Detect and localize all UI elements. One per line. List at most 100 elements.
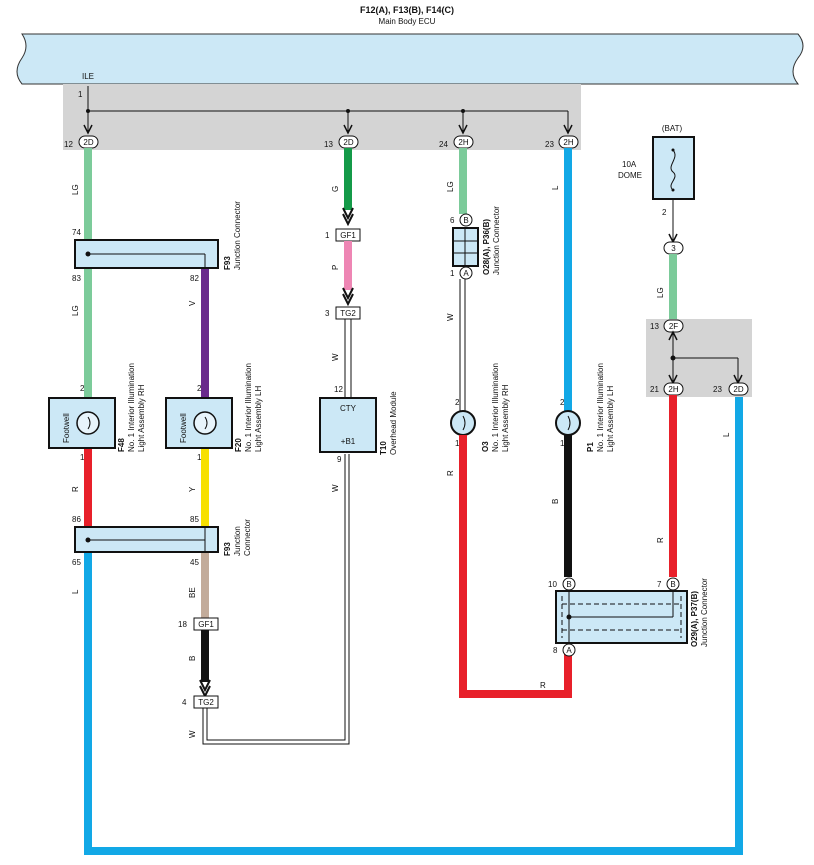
svg-text:2H: 2H — [458, 138, 468, 147]
svg-text:1: 1 — [560, 439, 565, 448]
svg-text:B: B — [670, 580, 675, 589]
svg-text:F93: F93 — [223, 256, 232, 270]
svg-text:7: 7 — [657, 580, 662, 589]
svg-text:W: W — [331, 353, 340, 361]
svg-text:2: 2 — [197, 384, 202, 393]
svg-text:Light Assembly RH: Light Assembly RH — [137, 384, 146, 452]
svg-text:G: G — [331, 186, 340, 192]
f48-light-rh: Footwell 2 1 F48 No. 1 Interior Illumina… — [48, 363, 146, 462]
t10-overhead-module: CTY +B1 12 9 T10 Overhead Module — [319, 385, 398, 464]
svg-text:23: 23 — [545, 140, 554, 149]
svg-text:Light Assembly LH: Light Assembly LH — [254, 386, 263, 452]
svg-text:2: 2 — [662, 208, 667, 217]
svg-text:DOME: DOME — [618, 171, 642, 180]
svg-text:13: 13 — [324, 140, 333, 149]
svg-text:1: 1 — [197, 453, 202, 462]
wire-color-labels: LG LG V R Y L BE B W G P W W LG W R L B … — [71, 181, 731, 738]
svg-text:A: A — [566, 646, 572, 655]
svg-text:45: 45 — [190, 558, 199, 567]
ecu-pin-no: 1 — [78, 90, 83, 99]
svg-text:2: 2 — [80, 384, 85, 393]
svg-text:Light Assembly LH: Light Assembly LH — [606, 386, 615, 452]
connector-arrow-icon — [342, 207, 354, 221]
svg-text:Junction Connector: Junction Connector — [233, 201, 242, 270]
svg-text:3: 3 — [671, 244, 676, 253]
tg2-lower-connector: TG2 4 — [182, 695, 219, 709]
right-pin-2d: 2D 23 — [713, 382, 749, 396]
svg-text:O3: O3 — [481, 441, 490, 452]
svg-text:A: A — [463, 269, 469, 278]
ecu-pin-label: ILE — [82, 72, 94, 81]
svg-text:74: 74 — [72, 228, 81, 237]
svg-text:Junction: Junction — [233, 526, 242, 556]
wire-l-ground-loop — [84, 394, 743, 855]
svg-text:R: R — [656, 537, 665, 543]
svg-text:T10: T10 — [379, 441, 388, 455]
connector-arrow-icon — [199, 679, 211, 693]
svg-text:GF1: GF1 — [198, 620, 214, 629]
svg-text:L: L — [71, 589, 80, 594]
svg-text:L: L — [722, 432, 731, 437]
svg-text:1: 1 — [325, 231, 330, 240]
svg-text:O28(A), P36(B): O28(A), P36(B) — [482, 219, 491, 275]
svg-text:Y: Y — [188, 486, 197, 492]
svg-text:V: V — [188, 300, 197, 306]
svg-text:F93: F93 — [223, 542, 232, 556]
svg-text:10A: 10A — [622, 160, 637, 169]
svg-text:82: 82 — [190, 274, 199, 283]
svg-text:24: 24 — [439, 140, 448, 149]
f93-lower-junction: 86 85 65 45 F93 Junction Connector — [72, 515, 252, 567]
svg-text:W: W — [188, 730, 197, 738]
svg-text:P1: P1 — [586, 442, 595, 452]
connector-arrow-icon — [83, 124, 93, 135]
wire-w — [202, 454, 350, 745]
f93-upper-junction: 74 83 82 F93 Junction Connector — [72, 201, 242, 283]
svg-text:1: 1 — [450, 269, 455, 278]
svg-text:21: 21 — [650, 385, 659, 394]
svg-text:R: R — [71, 486, 80, 492]
svg-text:Connector: Connector — [243, 519, 252, 556]
svg-text:2: 2 — [560, 398, 565, 407]
svg-text:2F: 2F — [669, 322, 678, 331]
svg-text:Light Assembly RH: Light Assembly RH — [501, 384, 510, 452]
wire-r — [459, 435, 572, 698]
svg-text:B: B — [463, 216, 468, 225]
svg-text:R: R — [540, 681, 546, 690]
connector-arrow-icon — [343, 124, 353, 135]
svg-text:+B1: +B1 — [341, 437, 356, 446]
svg-text:F20: F20 — [234, 438, 243, 452]
svg-text:Footwell: Footwell — [62, 413, 71, 443]
ecu-body — [16, 33, 804, 85]
svg-text:13: 13 — [650, 322, 659, 331]
svg-text:No. 1 Interior Illumination: No. 1 Interior Illumination — [491, 363, 500, 452]
svg-text:GF1: GF1 — [340, 231, 356, 240]
svg-text:86: 86 — [72, 515, 81, 524]
svg-text:Junction Connector: Junction Connector — [700, 578, 709, 647]
svg-text:12: 12 — [64, 140, 73, 149]
svg-text:B: B — [551, 499, 560, 504]
svg-text:Overhead Module: Overhead Module — [389, 391, 398, 455]
svg-text:F48: F48 — [117, 438, 126, 452]
svg-text:1: 1 — [455, 439, 460, 448]
bat-connector-3: 3 — [663, 241, 684, 255]
svg-text:W: W — [446, 313, 455, 321]
connector-arrow-icon — [342, 287, 354, 301]
svg-text:BE: BE — [188, 587, 197, 598]
tg2-upper-connector: TG2 3 — [325, 306, 361, 320]
bat-label: (BAT) — [662, 124, 683, 133]
svg-text:TG2: TG2 — [198, 698, 214, 707]
svg-text:O29(A), P37(B): O29(A), P37(B) — [690, 591, 699, 647]
svg-text:L: L — [551, 185, 560, 190]
ecu-internal-area — [63, 84, 581, 150]
svg-text:W: W — [331, 484, 340, 492]
o28-junction-connector: B 6 A 1 O28(A), P36(B) Junction Connecto… — [450, 206, 501, 280]
svg-text:No. 1 Interior Illumination: No. 1 Interior Illumination — [596, 363, 605, 452]
svg-text:3: 3 — [325, 309, 330, 318]
svg-text:2H: 2H — [668, 385, 678, 394]
svg-text:LG: LG — [656, 287, 665, 298]
svg-text:Footwell: Footwell — [179, 413, 188, 443]
svg-text:8: 8 — [553, 646, 558, 655]
connector-arrow-icon — [563, 124, 573, 135]
